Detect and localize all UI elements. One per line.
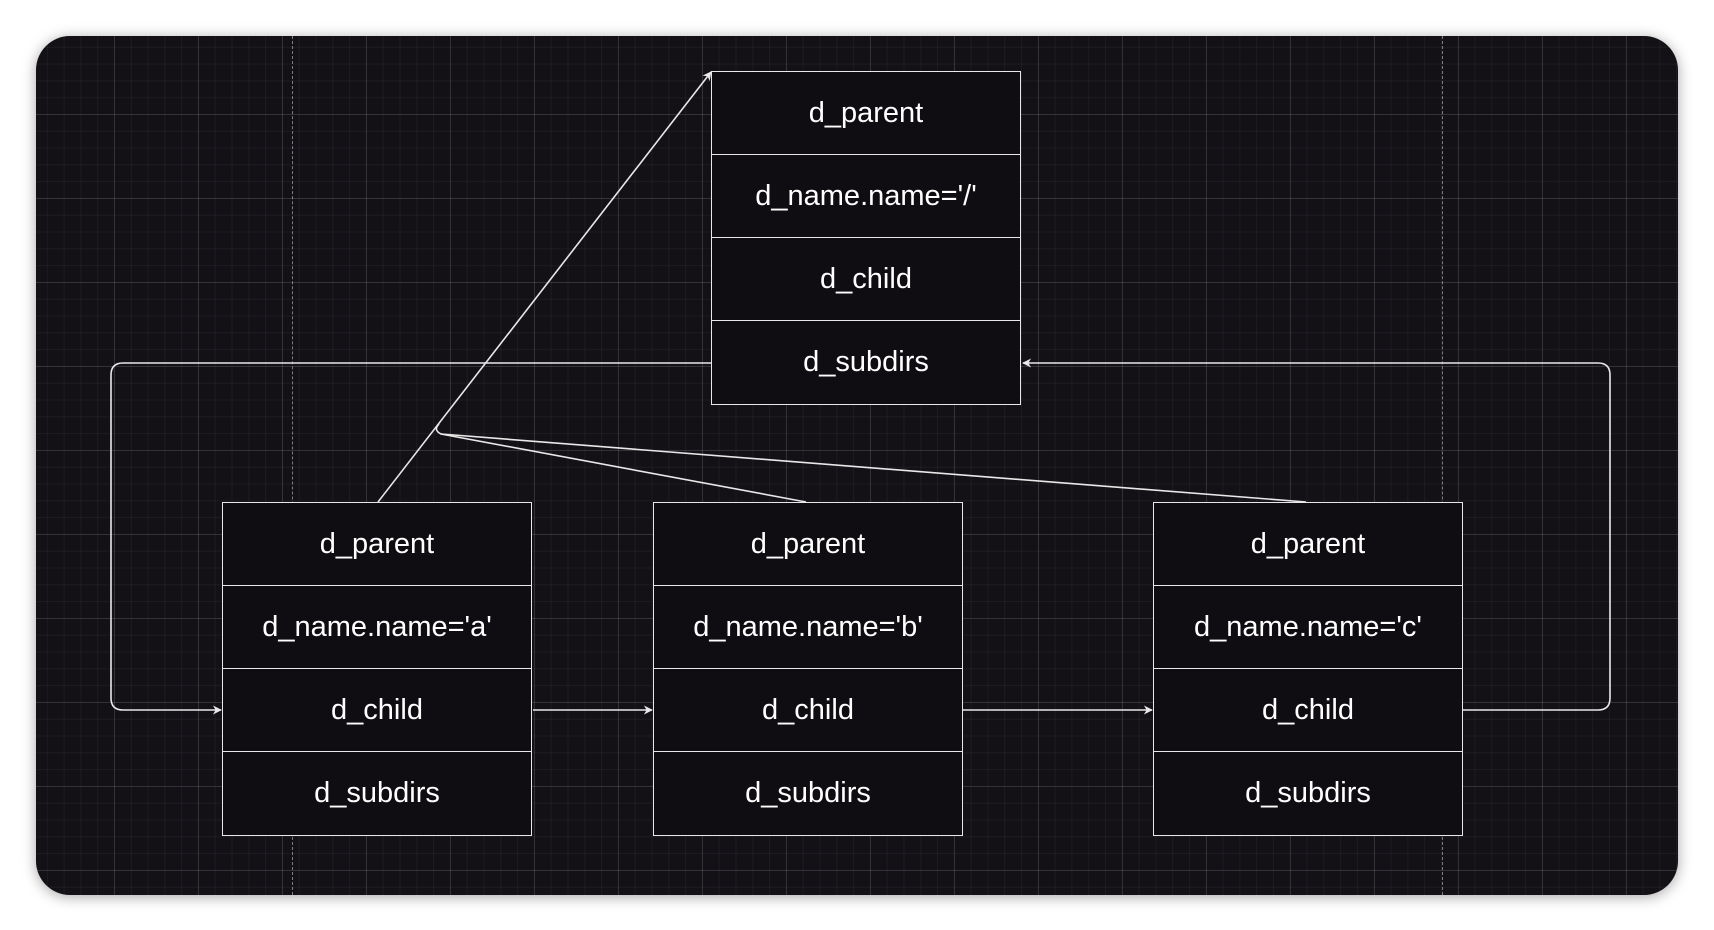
root-d-name-field: d_name.name='/' xyxy=(712,155,1020,238)
dentry-a: d_parent d_name.name='a' d_child d_subdi… xyxy=(222,502,532,836)
c-d-child-field: d_child xyxy=(1154,669,1462,752)
root-d-parent-field: d_parent xyxy=(712,72,1020,155)
c-d-subdirs-field: d_subdirs xyxy=(1245,777,1371,809)
c-d-name-field: d_name.name='c' xyxy=(1154,586,1462,669)
root-d-child-field: d_child xyxy=(712,238,1020,321)
b-d-child-field: d_child xyxy=(654,669,962,752)
dentry-b: d_parent d_name.name='b' d_child d_subdi… xyxy=(653,502,963,836)
dentry-root: d_parent d_name.name='/' d_child d_subdi… xyxy=(711,71,1021,405)
b-d-subdirs-field: d_subdirs xyxy=(745,777,871,809)
b-d-parent-field: d_parent xyxy=(654,503,962,586)
dentry-c: d_parent d_name.name='c' d_child d_subdi… xyxy=(1153,502,1463,836)
b-d-name-field: d_name.name='b' xyxy=(654,586,962,669)
c-d-parent-field: d_parent xyxy=(1154,503,1462,586)
a-d-name-field: d_name.name='a' xyxy=(223,586,531,669)
a-d-subdirs-field: d_subdirs xyxy=(314,777,440,809)
a-d-parent-field: d_parent xyxy=(223,503,531,586)
a-d-child-field: d_child xyxy=(223,669,531,752)
root-d-subdirs-field: d_subdirs xyxy=(803,346,929,378)
